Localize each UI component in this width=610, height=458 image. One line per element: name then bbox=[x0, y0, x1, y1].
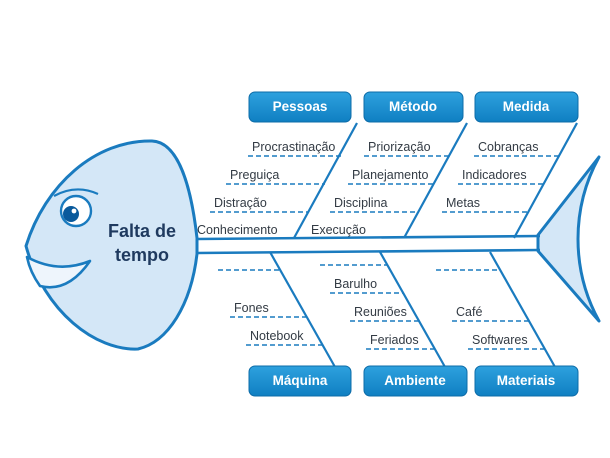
fish-tail bbox=[536, 155, 601, 323]
bone-maquina bbox=[269, 251, 336, 368]
fish-spine-top bbox=[196, 234, 541, 241]
problem-label-line1: Falta de bbox=[108, 221, 176, 241]
category-materiais: Materiais bbox=[474, 365, 579, 397]
fish-mouth bbox=[25, 255, 92, 289]
fish-spine-bottom bbox=[196, 248, 541, 255]
category-pessoas: Pessoas bbox=[248, 91, 352, 123]
problem-label-line2: tempo bbox=[115, 245, 169, 265]
bone-pessoas bbox=[293, 122, 358, 239]
category-label: Pessoas bbox=[273, 99, 328, 114]
bone-materiais bbox=[489, 251, 556, 368]
cause-label: Fones bbox=[234, 301, 269, 315]
category-ambiente: Ambiente bbox=[363, 365, 468, 397]
cause-label: Cobranças bbox=[478, 140, 538, 154]
cause-label: Distração bbox=[214, 196, 267, 210]
cause-label: Preguiça bbox=[230, 168, 279, 182]
cause-label: Feriados bbox=[370, 333, 419, 347]
category-maquina: Máquina bbox=[248, 365, 352, 397]
category-label: Ambiente bbox=[384, 373, 446, 388]
category-label: Máquina bbox=[273, 373, 328, 388]
fish-eyebrow bbox=[53, 188, 99, 197]
bone-medida bbox=[513, 122, 578, 239]
cause-label: Planejamento bbox=[352, 168, 428, 182]
cause-label: Priorização bbox=[368, 140, 431, 154]
cause-label: Indicadores bbox=[462, 168, 527, 182]
cause-label: Execução bbox=[311, 223, 366, 237]
fish-head bbox=[24, 139, 199, 351]
category-metodo: Método bbox=[363, 91, 464, 123]
cause-label: Softwares bbox=[472, 333, 528, 347]
cause-label: Disciplina bbox=[334, 196, 388, 210]
cause-label: Procrastinação bbox=[252, 140, 335, 154]
cause-label: Conhecimento bbox=[197, 223, 278, 237]
cause-label: Café bbox=[456, 305, 482, 319]
bone-metodo bbox=[403, 122, 468, 239]
category-label: Medida bbox=[503, 99, 550, 114]
fish-pupil-highlight bbox=[71, 208, 77, 214]
cause-label: Barulho bbox=[334, 277, 377, 291]
category-label: Método bbox=[389, 99, 437, 114]
cause-label: Notebook bbox=[250, 329, 304, 343]
bone-ambiente bbox=[379, 251, 446, 368]
category-medida: Medida bbox=[474, 91, 579, 123]
cause-label: Reuniões bbox=[354, 305, 407, 319]
cause-label: Metas bbox=[446, 196, 480, 210]
category-label: Materiais bbox=[497, 373, 556, 388]
fish-pupil bbox=[63, 206, 79, 222]
